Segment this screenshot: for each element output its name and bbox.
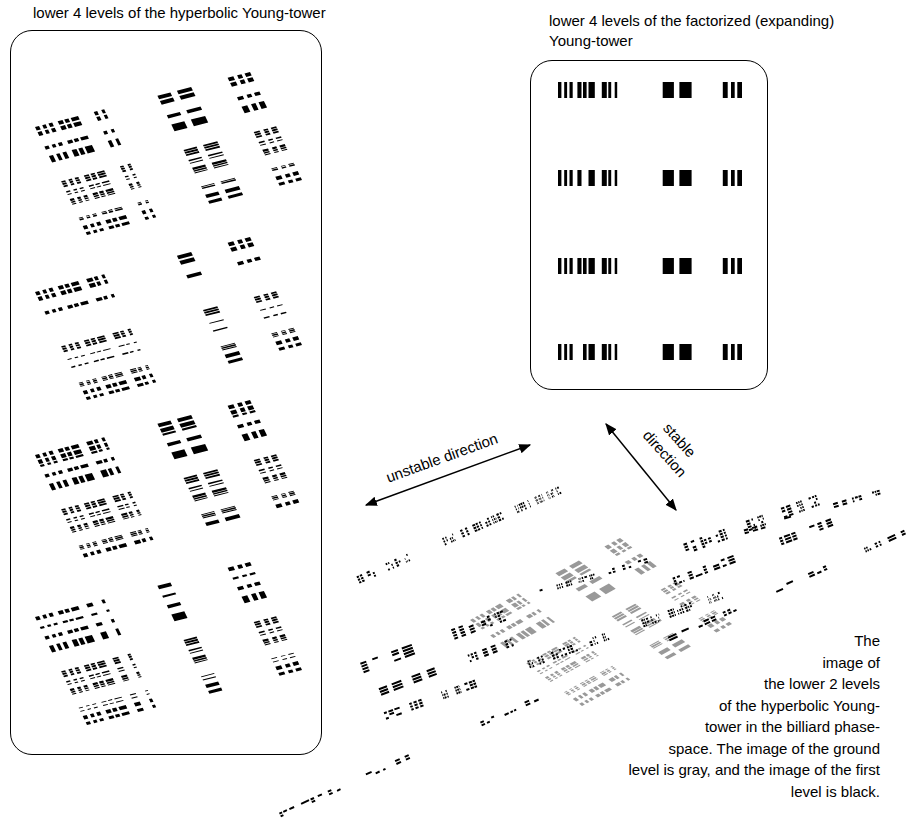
direction-label: stable direction [640, 419, 700, 480]
tower-level [35, 400, 299, 558]
tower-level [35, 237, 302, 400]
first-level-image [360, 496, 819, 672]
factor-level [558, 258, 742, 274]
factor-levels [558, 82, 742, 360]
first-level-image [384, 593, 723, 719]
factor-level [558, 170, 742, 186]
panel-heading: lower 4 levels of the factorized (expand… [549, 12, 834, 49]
first-level-image [379, 519, 833, 695]
figure-note: The image of the lower 2 levels of the h… [628, 632, 880, 800]
tower-levels [35, 72, 302, 725]
phase-space-image [279, 487, 905, 816]
first-level-image [357, 487, 561, 582]
tower-panel: lower 4 levels of the factorized (expand… [530, 60, 768, 390]
panel-heading: lower 4 levels of the hyperbolic Young-t… [33, 4, 326, 21]
tower-panel: lower 4 levels of the hyperbolic Young-t… [10, 30, 322, 755]
tower-level [35, 562, 302, 725]
factor-level [558, 82, 742, 98]
first-level-image [279, 531, 905, 817]
ground-level-image [470, 538, 732, 706]
first-level-image [540, 491, 881, 591]
tower-level [35, 72, 302, 235]
factor-level [558, 344, 742, 360]
